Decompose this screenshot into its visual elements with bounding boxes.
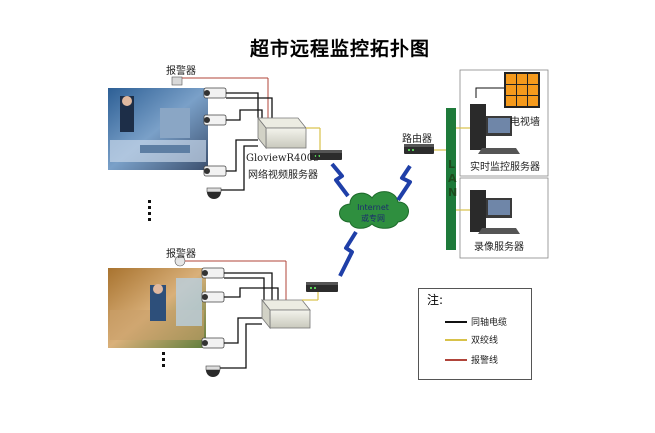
camera-bottom-3 <box>201 337 225 349</box>
dvr-name-label: 网络视频服务器 <box>248 170 318 181</box>
camera-top-1 <box>203 87 227 99</box>
lightning-top-left <box>330 162 350 198</box>
dvr-bottom <box>261 298 311 330</box>
alarm-top <box>171 76 183 86</box>
coax-lines-bottom <box>220 272 279 369</box>
cloud-label-1: Internet <box>357 203 389 212</box>
alarm-top-label: 报警器 <box>166 66 196 77</box>
lan-letter-l: L <box>448 158 456 171</box>
coax-line-video-wall <box>475 87 504 98</box>
legend-swatch-coax <box>445 321 467 323</box>
legend-swatch-alarm <box>445 359 467 361</box>
video-wall-label: 电视墙 <box>510 117 540 128</box>
legend-item-twisted: 双绞线 <box>445 333 529 346</box>
legend-item-alarm: 报警线 <box>445 353 529 366</box>
legend-title: 注: <box>427 293 444 307</box>
record-server-computer <box>470 190 520 234</box>
router <box>404 144 434 154</box>
legend-label-alarm: 报警线 <box>471 356 499 366</box>
camera-bottom-2 <box>201 291 225 303</box>
dome-camera-bottom <box>205 365 221 377</box>
panel-record <box>459 177 549 259</box>
dome-camera-top <box>206 187 222 199</box>
dvr-top <box>257 116 307 150</box>
legend-item-coax: 同轴电缆 <box>445 315 529 328</box>
panel-monitor <box>459 69 549 177</box>
lightning-top-right <box>396 164 412 202</box>
legend-label-twisted: 双绞线 <box>471 336 499 346</box>
alarm-bottom-label: 报警器 <box>166 249 196 260</box>
modem-bottom <box>306 282 338 292</box>
monitor-server-computer <box>470 104 520 154</box>
internet-cloud <box>339 191 409 229</box>
legend-label-coax: 同轴电缆 <box>471 318 508 328</box>
camera-top-2 <box>203 114 227 126</box>
lan-letter-a: A <box>448 172 457 185</box>
router-label: 路由器 <box>402 134 432 145</box>
monitor-server-label: 实时监控服务器 <box>470 162 540 173</box>
ellipsis-top <box>148 200 151 221</box>
legend-swatch-twisted <box>445 339 467 341</box>
lan-letter-n: N <box>448 186 458 199</box>
legend: 注: 同轴电缆 双绞线 报警线 <box>418 288 532 380</box>
cloud-label-2: 或专网 <box>361 214 385 223</box>
lan-bar <box>446 108 456 250</box>
video-wall <box>504 72 540 108</box>
dvr-model-label: GloviewR4009 <box>246 153 320 164</box>
store-photo-top <box>108 88 208 170</box>
camera-top-3 <box>203 165 227 177</box>
ellipsis-bottom <box>162 352 165 367</box>
store-photo-bottom <box>108 268 206 348</box>
camera-bottom-1 <box>201 267 225 279</box>
coax-lines-top <box>221 92 273 191</box>
record-server-label: 录像服务器 <box>474 242 524 253</box>
lightning-bottom <box>338 230 358 277</box>
diagram-title: 超市远程监控拓扑图 <box>250 38 431 60</box>
modem-top <box>310 150 342 160</box>
